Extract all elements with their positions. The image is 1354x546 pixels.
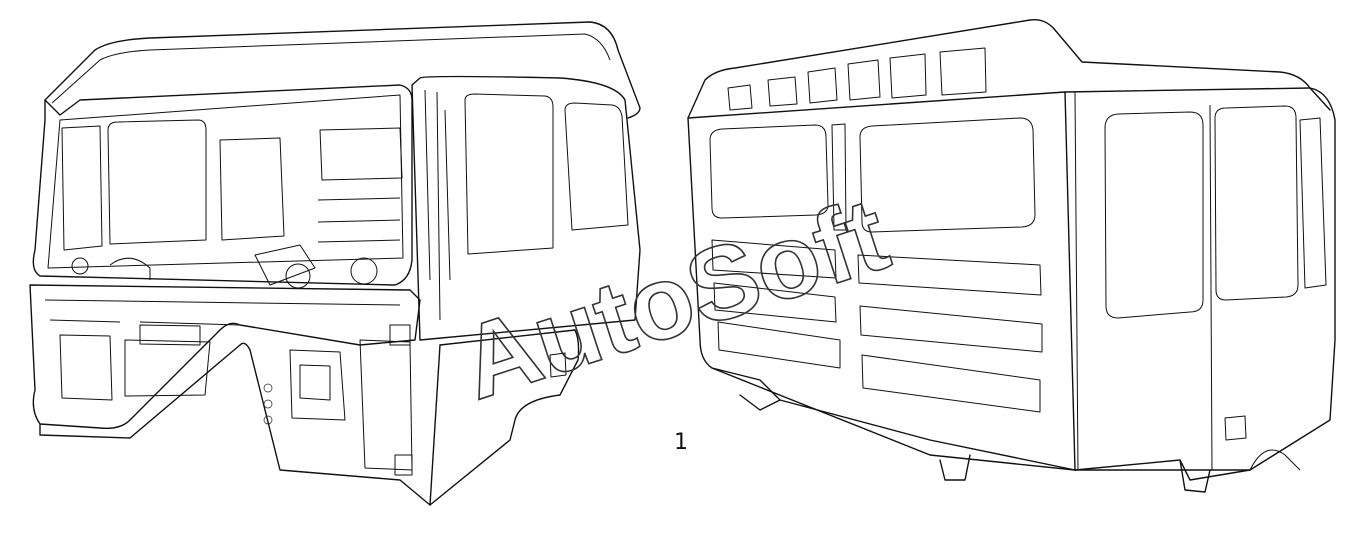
front-view-hole-1 xyxy=(263,383,273,393)
rear-view-wheelarch-rear xyxy=(1249,449,1301,471)
front-view-dashboard-inner xyxy=(44,299,401,401)
front-view-door-frame xyxy=(411,75,641,341)
front-view-windshield-frame xyxy=(32,84,413,286)
front-view-hole-2 xyxy=(263,399,273,409)
rear-view-roof xyxy=(687,19,1331,119)
cab-rear-three-quarter-view xyxy=(687,19,1336,493)
front-view-roof xyxy=(44,21,641,119)
front-view-rear-wall-window xyxy=(317,127,403,243)
front-view-side-window-left xyxy=(107,119,207,245)
rear-view-recess-6 xyxy=(861,354,1041,413)
rear-view-door-seam xyxy=(1074,91,1213,471)
front-view-lower-panel xyxy=(39,342,441,506)
cab-front-three-quarter-view xyxy=(29,21,641,506)
rear-view-recess-2 xyxy=(857,254,1042,296)
rear-view-roof-vents xyxy=(727,47,987,111)
front-view-speaker-right xyxy=(350,257,378,285)
rear-view-side-window-rear xyxy=(1299,117,1327,289)
front-view-side-window-outer xyxy=(61,125,103,251)
front-view-speaker-center xyxy=(285,263,311,289)
front-view-hole-3 xyxy=(263,415,273,425)
front-view-windshield-inner xyxy=(47,94,404,269)
callout-label: 1 xyxy=(674,430,688,455)
watermark-text: AutoSoft xyxy=(448,176,901,422)
rear-view-recess-3 xyxy=(713,282,837,323)
front-view-lower-details xyxy=(289,324,413,476)
front-view-rear-window xyxy=(564,102,629,231)
front-view-door-post xyxy=(424,89,451,321)
rear-view-rear-window-right xyxy=(859,117,1036,233)
front-view-side-window-mid xyxy=(219,137,285,241)
rear-view-center-post xyxy=(831,123,847,231)
rear-view-rear-window-left xyxy=(709,124,829,219)
rear-view-rear-wall xyxy=(687,91,1076,471)
front-view-dashboard xyxy=(29,284,421,430)
rear-view-recess-4 xyxy=(859,305,1043,353)
front-view-roof-inner xyxy=(51,33,611,104)
front-view-steering-base xyxy=(109,244,316,286)
rear-view-side-window-door xyxy=(1214,105,1299,301)
rear-view-door-handle xyxy=(1224,415,1247,441)
rear-view-side-window-front xyxy=(1104,111,1204,319)
front-view-speaker-left xyxy=(71,257,89,275)
front-view-door-handle xyxy=(549,352,567,378)
front-view-door-window xyxy=(464,93,554,255)
rear-view-recess-1 xyxy=(711,239,837,279)
front-view-door-skin xyxy=(429,329,580,506)
rear-view-side-wall xyxy=(1064,87,1336,471)
rear-view-floor-sill xyxy=(711,367,1251,493)
rear-view-recess-5 xyxy=(717,321,841,369)
